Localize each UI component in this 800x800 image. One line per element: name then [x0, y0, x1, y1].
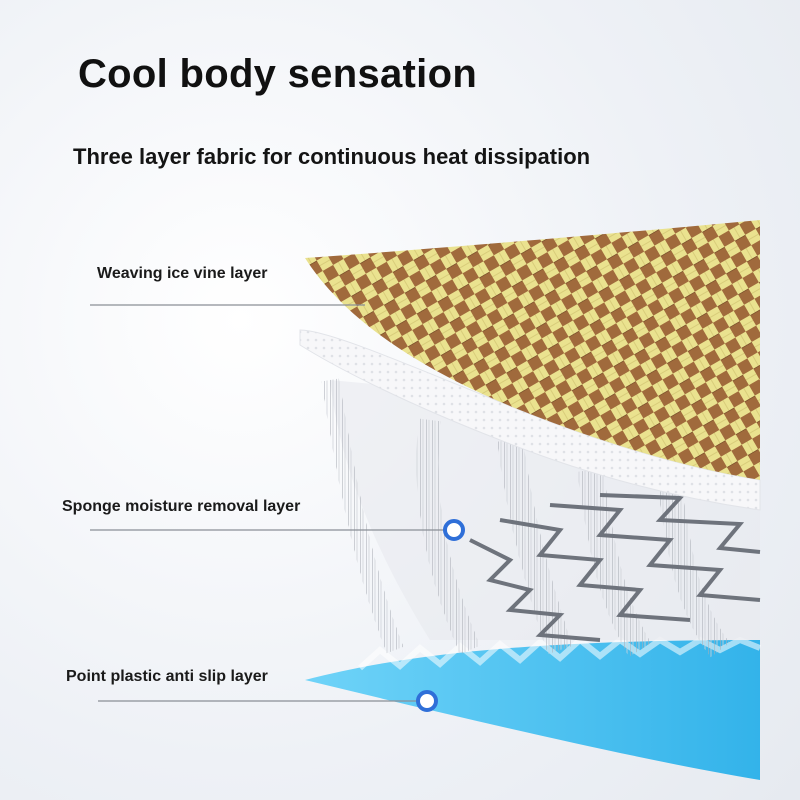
page-title: Cool body sensation [78, 52, 478, 96]
anti-slip-layer [305, 636, 762, 780]
marker-sponge [443, 519, 465, 541]
label-antislip-layer: Point plastic anti slip layer [66, 668, 268, 685]
label-weaving-layer: Weaving ice vine layer [97, 265, 268, 282]
weaving-layer [305, 220, 760, 480]
label-sponge-layer: Sponge moisture removal layer [62, 498, 301, 515]
white-mesh-band [299, 329, 761, 511]
page-subtitle: Three layer fabric for continuous heat d… [73, 144, 591, 169]
marker-antislip [416, 690, 438, 712]
